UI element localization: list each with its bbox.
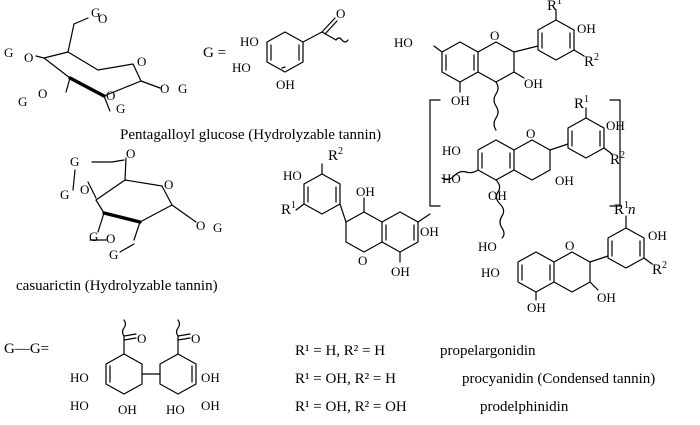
bottom-r1: R1 [614,200,629,218]
galloyl-definition: G = O HO HO OH [203,6,349,92]
left-oh-bottom: OH [391,264,410,279]
cas-atom-g-lower-left: G [89,229,98,244]
pentagalloyl-glucose-structure: G O G O O O G G O O G [4,5,187,116]
left-ho: HO [283,168,302,183]
bottom-ho-lower: HO [481,265,500,280]
galloyl-carbonyl-o: O [336,6,345,21]
top-oh-lower: OH [451,93,470,108]
top-r1: R1 [547,0,562,14]
cas-atom-o-right: O [196,218,205,233]
mid-r1: R1 [574,94,589,112]
hhdp-ho-bottom-left: HO [70,398,89,413]
atom-g-right: G [178,81,187,96]
bottom-r2: R2 [652,260,667,278]
left-ring-o: O [358,253,367,268]
repeat-n: n [628,202,636,218]
atom-o-ring: O [137,54,146,69]
casuarictin-structure: G O O O G G O G O G [60,146,222,262]
pentagalloyl-caption: Pentagalloyl glucose (Hydrolyzable tanni… [120,127,381,143]
hhdp-oh-left: OH [118,402,137,417]
bottom-oh-bottom: OH [527,300,546,315]
galloyl-oh-bottom: OH [276,77,295,92]
atom-g-left: G [4,45,13,60]
cas-atom-g-bottom: G [109,247,118,262]
bottom-oh-c3: OH [597,290,616,305]
left-oh-c3: OH [356,184,375,199]
cas-atom-o-top: O [126,146,135,161]
legend-formula-3: R¹ = OH, R² = OH [295,399,407,415]
top-oh-b-ring: OH [577,21,596,36]
atom-g-lower: G [116,101,125,116]
hhdp-o-left: O [137,331,146,346]
atom-o-top: O [98,11,107,26]
mid-ho-upper: HO [442,143,461,158]
bottom-ho-upper: HO [478,239,497,254]
mid-r2: R2 [610,150,625,168]
left-r1: R1 [281,200,296,218]
g-equals-label: G = [203,45,226,61]
atom-o-lower: O [106,88,115,103]
top-r2: R2 [584,52,599,70]
cas-atom-o-lower: O [106,231,115,246]
casuarictin-caption: casuarictin (Hydrolyzable tannin) [16,278,218,294]
atom-o-lower-left: O [38,86,47,101]
galloyl-ho-middle: HO [232,60,251,75]
atom-g-top: G [91,5,100,20]
hhdp-oh-right: OH [201,370,220,385]
cas-atom-g-right: G [213,220,222,235]
galloyl-ho-upper: HO [240,34,259,49]
hhdp-oh-bottom-right: OH [201,398,220,413]
mid-ring-o: O [526,126,535,141]
legend-formula-1: R¹ = H, R² = H [295,343,385,359]
top-oh-c3: OH [524,76,543,91]
gg-equals-label: G—G= [4,341,49,357]
legend-name-3: prodelphinidin [480,399,569,415]
r-group-legend: R¹ = H, R² = H propelargonidin R¹ = OH, … [295,343,655,415]
hhdp-ho-left: HO [70,370,89,385]
left-r2: R2 [328,146,343,164]
legend-name-1: propelargonidin [440,343,536,359]
left-oh-a-ring: OH [420,224,439,239]
condensed-tannin-structure: O HO OH OH OH R1 R2 O HO HO OH OH OH R1 … [281,0,667,315]
mid-oh-b-ring: OH [606,118,625,133]
mid-oh-c3: OH [555,173,574,188]
hhdp-definition: G—G= O O HO HO OH HO OH OH [4,319,220,417]
legend-formula-2: R¹ = OH, R² = H [295,371,396,387]
atom-o-right: O [160,81,169,96]
legend-name-2: procyanidin (Condensed tannin) [462,371,655,387]
mid-oh-bottom: OH [488,188,507,203]
hhdp-o-right: O [191,331,200,346]
hhdp-ho-right: HO [166,402,185,417]
cas-atom-g-top-left: G [70,154,79,169]
bottom-oh-b-ring: OH [648,228,667,243]
cas-atom-o-middle: O [80,182,89,197]
cas-atom-o-ring: O [164,177,173,192]
bottom-ring-o: O [565,238,574,253]
top-ring-o: O [490,28,499,43]
atom-o-left: O [24,50,33,65]
cas-atom-g-middle-left: G [60,187,69,202]
top-ho: HO [394,35,413,50]
atom-g-lower-left: G [18,94,27,109]
